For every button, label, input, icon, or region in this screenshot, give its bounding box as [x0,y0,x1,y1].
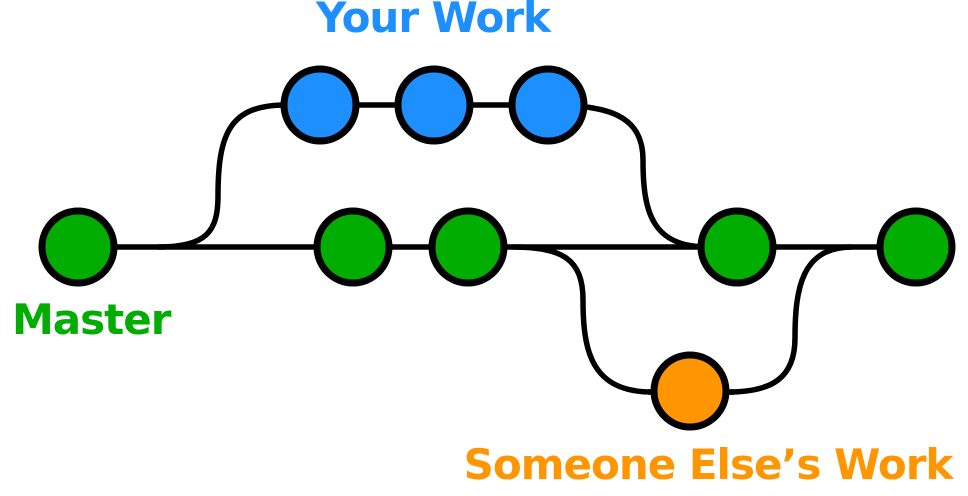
someone-elses-work-label: Someone Else’s Work [463,440,954,489]
someone-elses-work-commit-node [650,351,730,431]
your-work-commit-node [394,65,474,145]
master-commit-node [876,207,956,287]
master-commit-node [428,207,508,287]
someone-merge-in-edge [727,244,853,395]
your-work-commit-node [508,65,588,145]
someone-branch-out-edge [512,244,653,395]
your-work-label: Your Work [316,0,551,42]
your-work-commit-node [280,65,360,145]
your-work-merge-in-edge [547,102,709,250]
your-work-branch-out-edge [157,102,287,250]
master-commit-node [38,207,118,287]
master-label: Master [12,295,171,344]
master-commit-node [313,207,393,287]
master-commit-node [697,207,777,287]
